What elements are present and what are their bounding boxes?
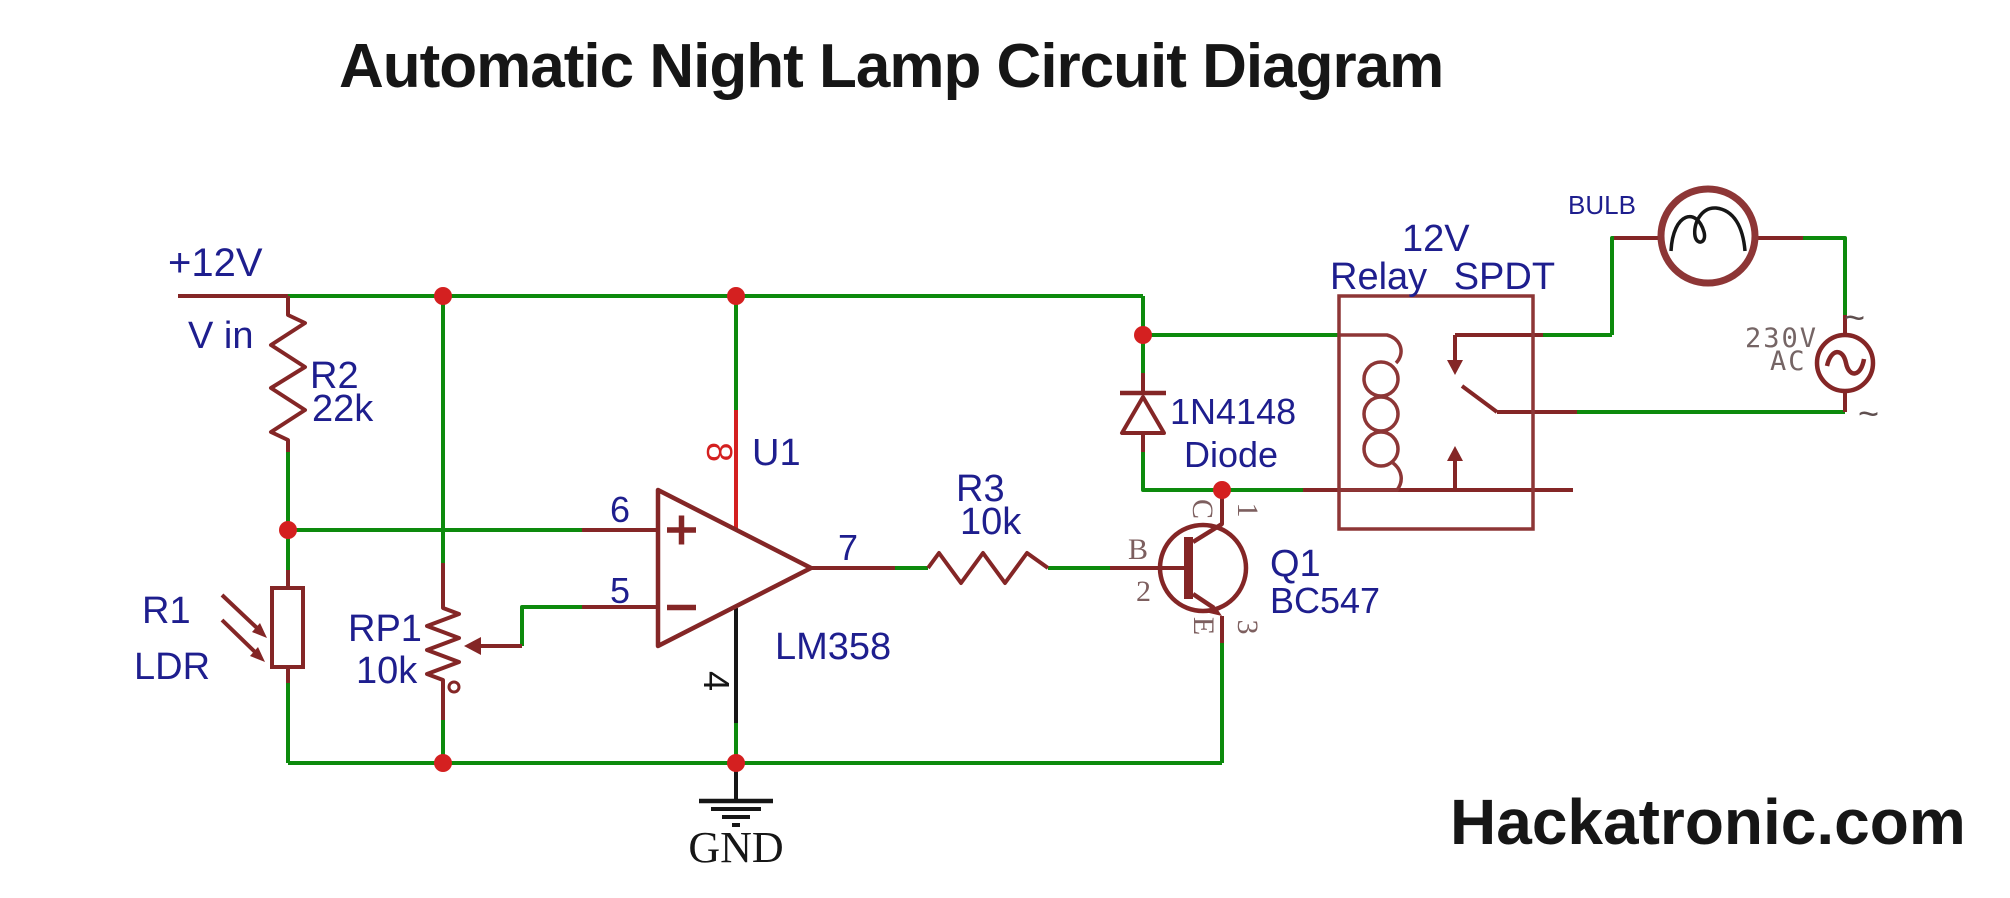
junction-dot: [1134, 326, 1152, 344]
junction-dot: [727, 287, 745, 305]
diode-bottom-wire: [1141, 450, 1303, 492]
rp1-value-label: 10k: [356, 650, 418, 692]
transistor-collector-diag: [1191, 522, 1224, 544]
wiper-to-pin5-wire: [520, 605, 582, 646]
opamp-pin7-label: 7: [838, 527, 859, 568]
opamp-pin8-label: 8: [699, 441, 740, 463]
q1-pin1-label: 1: [1231, 502, 1264, 518]
r1-type-label: LDR: [134, 646, 211, 688]
r3-value-label: 10k: [960, 501, 1022, 543]
ac-sine-wave: [1824, 349, 1867, 376]
r2-ref-label: R2: [310, 355, 359, 397]
bulb-filament: [1669, 206, 1747, 252]
relay-coil-loop-2: [1362, 395, 1400, 433]
diode-type-label: Diode: [1184, 434, 1279, 475]
q1-pin-c-label: C: [1186, 498, 1219, 520]
ldr-body-rect: [270, 586, 305, 669]
r1-ref-label: R1: [142, 590, 191, 632]
transistor-base-bar: [1184, 537, 1193, 599]
r3-resistor-body: [926, 551, 1050, 585]
ldr-arrow-1-line: [220, 593, 259, 630]
diode-part-label: 1N4148: [1170, 391, 1297, 432]
bulb-label: BULB: [1568, 190, 1636, 220]
ac-type-label: AC: [1770, 346, 1807, 377]
ldr-symbol: [270, 586, 305, 669]
switch-lever-line: [1460, 384, 1499, 414]
ac-source-symbol: [1814, 332, 1876, 394]
transistor-emitter-diag: [1191, 592, 1216, 610]
component-leads: [178, 236, 1847, 720]
junction-dot: [727, 754, 745, 772]
rp1-ref-label: RP1: [348, 608, 422, 650]
opamp-ref-label: U1: [752, 432, 801, 474]
opamp-symbol: [655, 487, 814, 649]
junction-dot: [1213, 481, 1231, 499]
diode-symbol: [1120, 395, 1166, 435]
ac-voltage-label: 230V: [1745, 323, 1819, 354]
q1-pin-b-label: B: [1128, 533, 1149, 566]
watermark-text: Hackatronic.com: [1450, 786, 1966, 858]
relay-coil-entry: [1339, 333, 1403, 365]
rp1-wiper-arrowhead: [464, 637, 481, 655]
opamp-triangle: [655, 487, 814, 649]
junction-dots: [279, 287, 1231, 772]
bulb-to-ac-wire: [1803, 236, 1847, 315]
opamp-part-label: LM358: [775, 626, 892, 668]
r2-value-label: 22k: [312, 388, 374, 430]
page-title: Automatic Night Lamp Circuit Diagram: [339, 32, 1444, 101]
wire-net-green: [286, 236, 1847, 765]
switch-top-arrowhead: [1447, 360, 1463, 375]
q1-part-label: BC547: [1270, 580, 1381, 621]
opamp-pin6-label: 6: [610, 489, 631, 530]
relay-coil-loop-1: [1362, 360, 1400, 398]
r3-ref-label: R3: [956, 468, 1005, 510]
ldr-arrow-1-head: [252, 623, 267, 638]
ldr-arrow-2-head: [250, 647, 265, 662]
gnd-label: GND: [688, 823, 784, 872]
ground-net-black: [699, 608, 773, 827]
opamp-pin4-label: 4: [696, 670, 737, 692]
bulb-symbol: [1657, 185, 1759, 287]
relay-coil-loop-3: [1362, 430, 1400, 468]
q1-pin3-label: 3: [1231, 619, 1264, 635]
ac-tilde-bottom: ~: [1858, 393, 1880, 434]
junction-dot: [279, 521, 297, 539]
junction-dot: [434, 754, 452, 772]
transistor-symbol: [1110, 522, 1249, 614]
vin-label: V in: [188, 315, 254, 357]
relay-box: [1337, 294, 1535, 531]
opamp-noninverting-plus: [667, 515, 696, 545]
q1-ref-label: Q1: [1270, 543, 1321, 585]
junction-dot: [434, 287, 452, 305]
relay-to-bulb-wire: [1543, 236, 1614, 337]
rp1-resistor-body: [425, 563, 461, 720]
diode-triangle: [1120, 395, 1166, 435]
r2-resistor-body: [269, 296, 307, 452]
opamp-pin5-label: 5: [610, 570, 631, 611]
ac-tilde-top: ~: [1844, 297, 1866, 338]
q1-pin-e-label: E: [1187, 616, 1220, 636]
switch-nc-arrowhead: [1447, 446, 1463, 461]
relay-voltage-label: 12V: [1402, 218, 1470, 260]
supply-rail-label: +12V: [168, 241, 263, 285]
relay-symbol: [1337, 294, 1535, 531]
rp1-wiper-terminal-circle: [447, 680, 461, 694]
ldr-arrow-2-line: [220, 618, 257, 654]
relay-coil-exit: [1339, 461, 1403, 492]
q1-pin2-label: 2: [1136, 575, 1151, 608]
relay-type-label: Relay SPDT: [1330, 256, 1556, 298]
bulb-circle: [1657, 185, 1759, 287]
switch-top-contact-line: [1453, 333, 1543, 361]
